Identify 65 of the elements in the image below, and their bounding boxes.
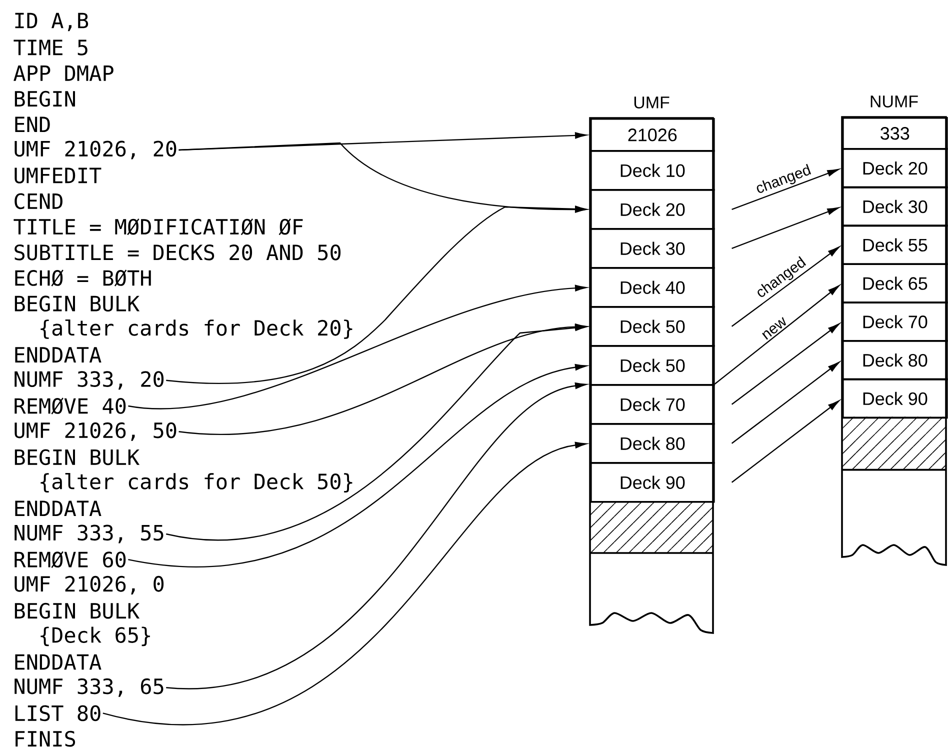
deck-cell: Deck 40: [590, 267, 715, 308]
deck-cell: Deck 20: [590, 189, 715, 230]
code-line: END: [15, 116, 50, 132]
code-line: REMØVE 60: [14, 551, 126, 568]
arrow: [166, 206, 587, 384]
arrow: [178, 142, 587, 213]
deck-cell: Deck 10: [590, 150, 715, 191]
header-cell: 21026: [590, 118, 715, 152]
code-line: ENDDATA: [15, 347, 102, 362]
code-line: UMFEDIT: [14, 168, 102, 184]
code-line: NUMF 333, 20: [14, 371, 164, 390]
node-label: NUMF: [870, 96, 918, 108]
code-line: UMF 21026, 50: [14, 422, 176, 441]
deck-cell: Deck 30: [842, 186, 948, 227]
code-line: NUMF 333, 55: [14, 524, 164, 544]
code-line: LIST 80: [15, 705, 100, 722]
deck-cell: Deck 65: [842, 263, 948, 304]
arrow: [731, 362, 840, 444]
arrow: [731, 400, 840, 483]
deck-cell: Deck 50: [590, 345, 715, 386]
code-line: APP DMAP: [14, 66, 114, 81]
arrow: [128, 284, 587, 410]
code-line: ID A,B: [15, 12, 88, 32]
arrow: [731, 246, 840, 327]
deck-cell: Deck 80: [590, 423, 715, 464]
code-line: BEGIN: [14, 90, 75, 107]
code-line: NUMF 333, 65: [14, 678, 164, 697]
deck-cell: Deck 80: [842, 340, 948, 380]
code-line: REMØVE 40: [14, 398, 126, 414]
arrow: [102, 442, 587, 725]
code-line: ENDDATA: [15, 500, 102, 516]
code-line: TITLE = MØDIFICATIØN ØF: [14, 218, 303, 236]
code-line: ENDDATA: [15, 654, 102, 670]
deck-cell: Deck 70: [842, 302, 948, 342]
arrow: [732, 168, 839, 210]
deck-cell: Deck 50: [590, 306, 715, 347]
code-line: FINIS: [16, 730, 76, 747]
deck-cell: Deck 70: [590, 384, 715, 425]
arrow: [166, 324, 587, 540]
arrow: [166, 382, 587, 688]
arrow: [128, 364, 587, 568]
code-line: {Deck 65}: [40, 626, 150, 646]
deck-cell: Deck 30: [590, 228, 715, 269]
deck-cell: Deck 90: [842, 378, 948, 419]
arrow: [731, 323, 840, 405]
arrow: [714, 285, 840, 384]
code-line: ECHØ = BØTH: [15, 270, 151, 286]
code-line: {alter cards for Deck 50}: [40, 473, 352, 493]
code-line: SUBTITLE = DECKS 20 AND 50: [14, 244, 341, 260]
code-line: {alter cards for Deck 20}: [40, 319, 352, 339]
deck-cell: Deck 20: [842, 148, 948, 188]
node-label: UMF: [634, 96, 670, 108]
deck-cell: Deck 90: [590, 462, 715, 503]
header-cell: 333: [842, 117, 948, 150]
code-line: BEGIN BULK: [14, 449, 140, 466]
arrow: [732, 207, 839, 249]
edge-label: new: [762, 317, 786, 340]
code-line: UMF 21026, 20: [14, 140, 176, 160]
code-line: BEGIN BULK: [14, 602, 140, 619]
code-line: BEGIN BULK: [14, 296, 140, 312]
arrow: [178, 324, 587, 435]
deck-cell: Deck 55: [842, 224, 948, 265]
code-line: CEND: [14, 193, 62, 210]
code-line: TIME 5: [14, 40, 88, 56]
code-line: UMF 21026, 0: [14, 576, 164, 594]
